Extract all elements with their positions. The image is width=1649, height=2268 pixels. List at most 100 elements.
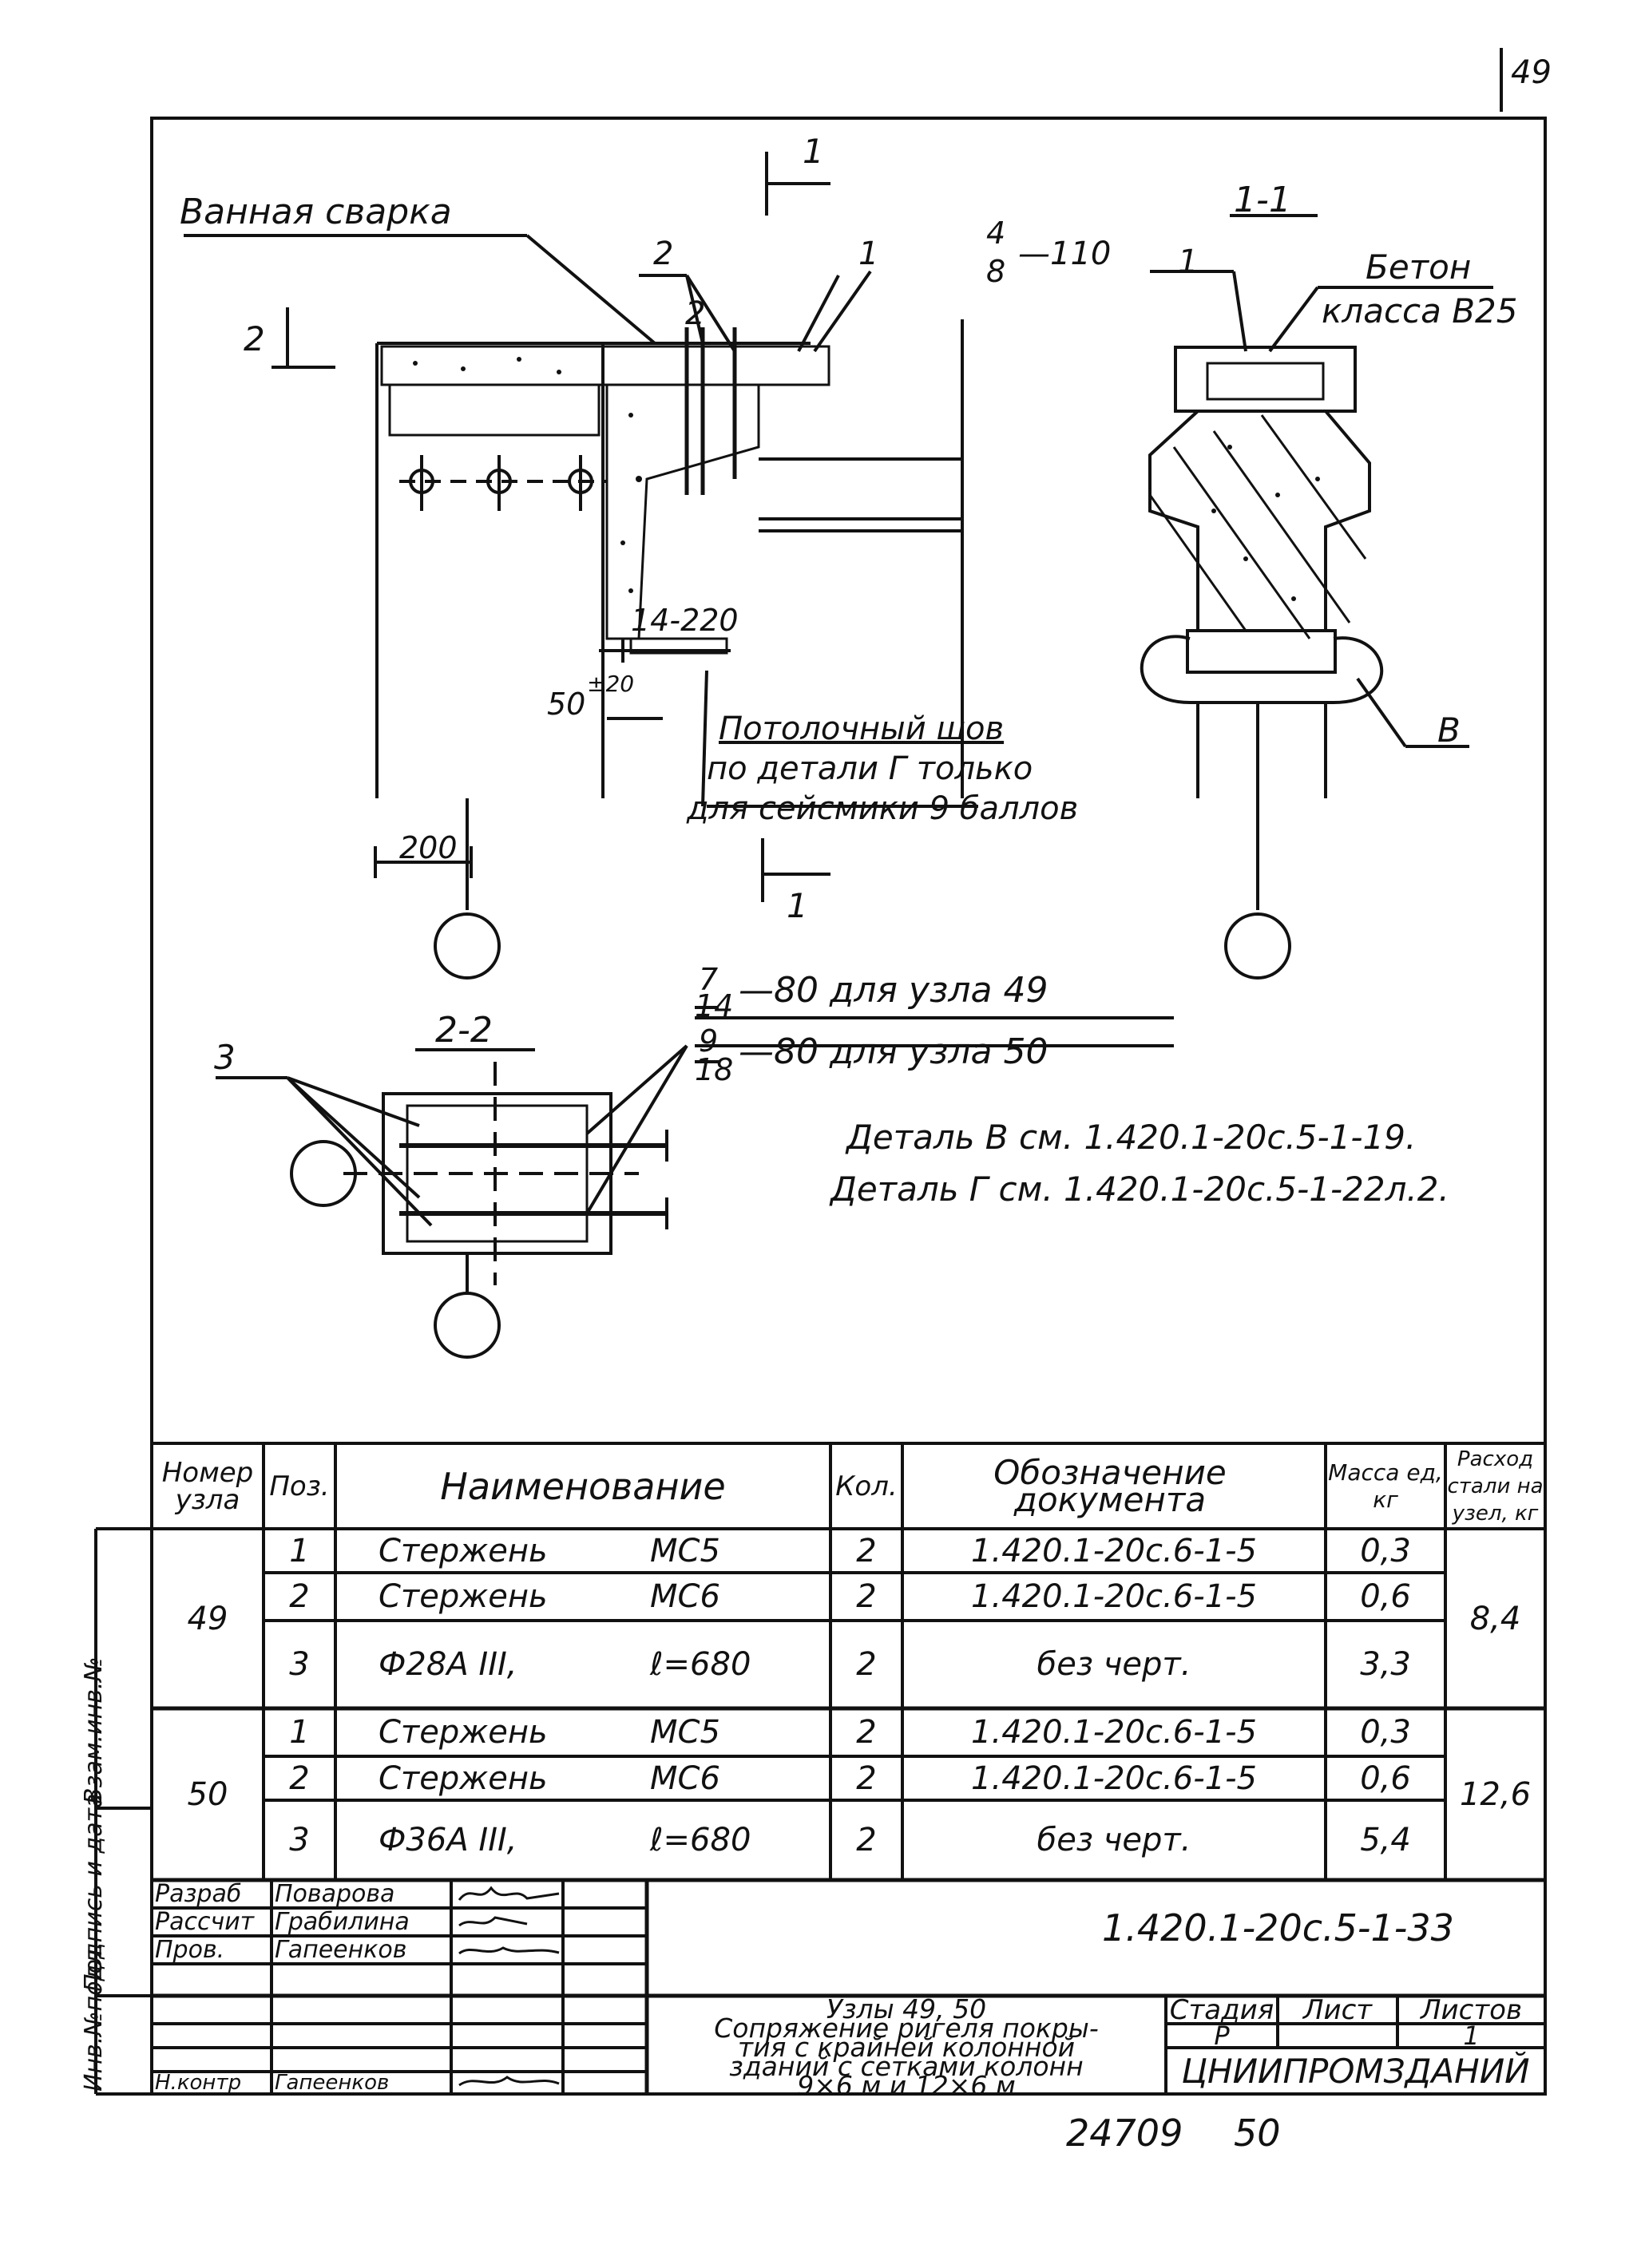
row-doc: 1.420.1-20с.6-1-5 (971, 1532, 1257, 1569)
row-pos: 3 (289, 1822, 310, 1858)
section-22-pos3: 3 (214, 1038, 236, 1077)
detail-b-label: В (1437, 710, 1461, 750)
sheet-corner-number: 49 (1511, 54, 1552, 91)
footer-page-number: 50 (1234, 2112, 1281, 2155)
frac-b-top: 9 (699, 1023, 719, 1059)
group-node-50: 50 (187, 1775, 228, 1813)
row-mark: МС6 (650, 1578, 720, 1615)
concrete-label-2: класса В25 (1322, 291, 1518, 331)
row-doc: 1.420.1-20с.6-1-5 (971, 1714, 1257, 1751)
section-mark-bottom: 1 (787, 886, 808, 925)
section-11-pos1: 1 (1178, 243, 1199, 280)
mark-2-label: 2 (244, 319, 265, 358)
row-name: Стержень (379, 1578, 548, 1615)
tb-name-calculated: Грабилина (275, 1908, 410, 1936)
footer-archive-number: 24709 (1066, 2112, 1183, 2155)
weld-fraction-bottom: 8 (986, 254, 1006, 289)
row-name: Стержень (379, 1759, 548, 1797)
row-mass: 5,4 (1360, 1822, 1411, 1858)
col-header-qty: Кол. (835, 1470, 898, 1502)
group-total-49: 8,4 (1469, 1600, 1521, 1637)
row-qty: 2 (856, 1759, 877, 1797)
col-header-node: Номер узла (161, 1457, 254, 1516)
col-header-name: Наименование (440, 1465, 726, 1508)
tb-role-developer: Разраб (155, 1880, 242, 1908)
section-22-title: 2-2 (435, 1010, 493, 1051)
row-mark: МС5 (650, 1532, 720, 1569)
tb-role-calculated: Рассчит (155, 1908, 255, 1936)
tb-name-checked: Гапеенков (275, 1936, 407, 1964)
section-11-title: 1-1 (1234, 180, 1291, 220)
row-mass: 0,6 (1360, 1578, 1411, 1615)
tb-organization: ЦНИИПРОМЗДАНИЙ (1181, 2051, 1530, 2091)
frac-b-bottom: 18 (695, 1052, 734, 1087)
col-header-pos: Поз. (269, 1470, 330, 1502)
row-mark: ℓ=680 (650, 1822, 751, 1858)
row-mass: 0,3 (1360, 1714, 1411, 1751)
pos1-label: 1 (858, 236, 879, 272)
ceiling-seam-line3: для сейсмики 9 баллов (687, 790, 1079, 827)
row-mark: МС5 (650, 1714, 720, 1751)
frac-b-text: —80 для узла 50 (739, 1031, 1048, 1072)
tb-role-normcontrol: Н.контр (155, 2071, 242, 2095)
tb-title-line3: тия с крайней колонной (737, 2032, 1076, 2063)
row-pos: 1 (289, 1714, 310, 1751)
tb-title-line2: Сопряжение ригеля покры- (714, 2013, 1099, 2044)
tb-sheets-value: 1 (1463, 2021, 1480, 2051)
row-doc: без черт. (1037, 1822, 1191, 1858)
row-qty: 2 (856, 1532, 877, 1569)
tb-sheet-label: Лист (1302, 1993, 1373, 2026)
row-pos: 2 (289, 1759, 310, 1797)
note-detail-g: Деталь Г см. 1.420.1-20с.5-1-22л.2. (830, 1170, 1449, 1209)
tb-title-line1: Узлы 49, 50 (826, 1993, 987, 2025)
row-pos: 1 (289, 1532, 310, 1569)
dim-50-label: 50 (547, 687, 586, 722)
row-name: Стержень (379, 1532, 548, 1569)
weld-fraction-top: 4 (986, 216, 1006, 251)
row-mark: ℓ=680 (650, 1646, 751, 1683)
note-detail-b: Деталь В см. 1.420.1-20с.5-1-19. (846, 1118, 1417, 1157)
row-name: Стержень (379, 1714, 548, 1751)
ceiling-seam-line1: Потолочный шов (719, 710, 1005, 747)
tb-title-line5: 9×6 м и 12×6 м (797, 2070, 1016, 2101)
row-name: Ф36А III, (379, 1822, 517, 1858)
tb-sheet-value (1278, 2024, 1397, 2048)
col-header-doc: Обозначение документа (993, 1453, 1227, 1519)
section-mark-top: 1 (803, 132, 824, 171)
group-node-49: 49 (187, 1600, 228, 1637)
col-header-steel: Расход стали на узел, кг (1447, 1447, 1544, 1526)
row-qty: 2 (856, 1714, 877, 1751)
weld-bottom-label: 14-220 (631, 603, 739, 638)
tb-title-line4: зданий с сетками колонн (729, 2051, 1084, 2082)
frac-a-top: 7 (699, 962, 719, 997)
tb-title: Узлы 49, 50 Сопряжение ригеля покры- тия… (655, 1993, 1158, 2101)
pos2a-label: 2 (653, 236, 674, 272)
row-qty: 2 (856, 1646, 877, 1683)
frac-a-text: —80 для узла 49 (739, 970, 1048, 1011)
pos2b-label: 2 (685, 295, 706, 332)
row-mass: 0,6 (1360, 1759, 1411, 1797)
row-doc: без черт. (1037, 1646, 1191, 1683)
row-pos: 2 (289, 1578, 310, 1615)
bath-weld-label: Ванная сварка (180, 192, 452, 232)
tb-role-checked: Пров. (155, 1936, 225, 1964)
col-header-mass: Масса ед, кг (1328, 1459, 1443, 1513)
row-doc: 1.420.1-20с.6-1-5 (971, 1578, 1257, 1615)
row-mass: 0,3 (1360, 1532, 1411, 1569)
row-qty: 2 (856, 1822, 877, 1858)
tb-stage-label: Стадия (1169, 1993, 1274, 2026)
group-total-50: 12,6 (1459, 1775, 1532, 1813)
tb-sheets-label: Листов (1420, 1993, 1522, 2026)
tb-document-code: 1.420.1-20с.5-1-33 (1102, 1906, 1454, 1949)
concrete-label-1: Бетон (1366, 247, 1472, 287)
tb-stage-value: Р (1214, 2021, 1230, 2051)
row-mark: МС6 (650, 1759, 720, 1797)
row-name: Ф28А III, (379, 1646, 517, 1683)
row-qty: 2 (856, 1578, 877, 1615)
dim-200-label: 200 (399, 830, 458, 865)
weld-fraction-length: —110 (1018, 236, 1112, 272)
row-doc: 1.420.1-20с.6-1-5 (971, 1759, 1257, 1797)
dim-50-tolerance: ±20 (587, 671, 635, 697)
